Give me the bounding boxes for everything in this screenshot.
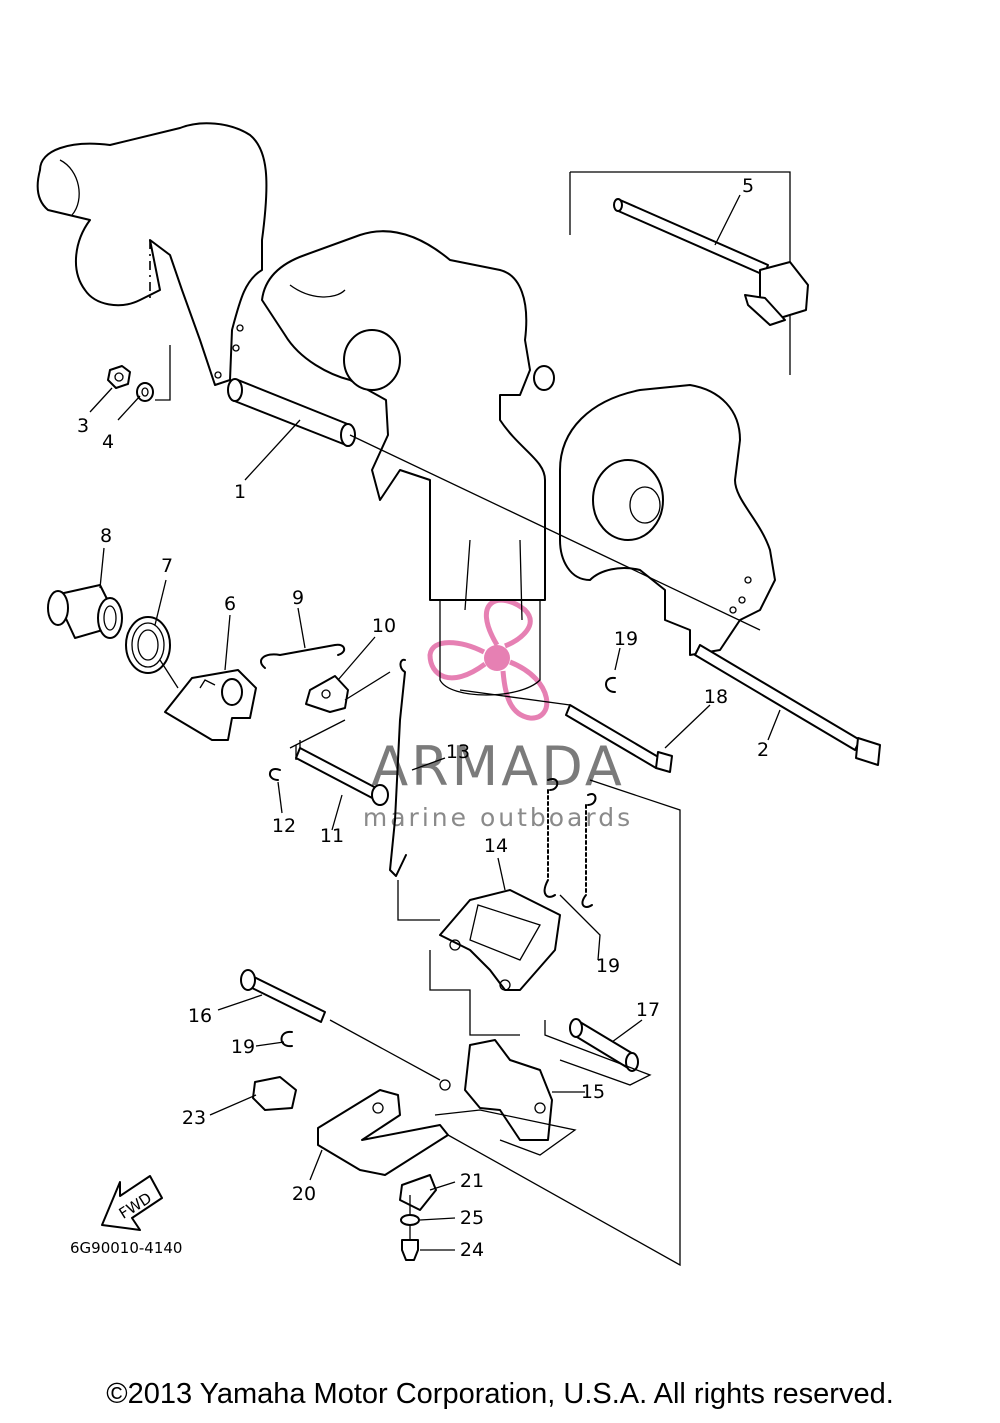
clamp-bracket-left (36, 122, 268, 386)
part-25-washer (400, 1214, 420, 1226)
part-1-shaft (227, 378, 761, 631)
part-2-bolt (694, 644, 881, 766)
part-15-plate (439, 1039, 553, 1141)
callout-15: 15 (581, 1081, 605, 1103)
callout-labels: 5 3 4 1 8 7 6 9 10 19 18 2 13 12 11 14 1… (77, 175, 769, 1261)
drawing-code: 6G90010-4140 (70, 1239, 182, 1257)
callout-4: 4 (102, 431, 114, 453)
callout-8: 8 (100, 525, 112, 547)
part-13-rod (389, 658, 407, 877)
part-14-yoke (439, 889, 561, 991)
part-20-springs (543, 778, 601, 961)
callout-24: 24 (460, 1239, 484, 1261)
part-18-pin (565, 704, 673, 773)
callout-2: 2 (757, 739, 769, 761)
propeller-icon (427, 597, 550, 721)
part-16-bolt (240, 969, 326, 1023)
part-19-clip-upper (605, 676, 616, 693)
part-3-nut (107, 365, 131, 389)
swivel-bracket (261, 230, 555, 696)
callout-20: 19 (596, 955, 620, 977)
callout-13: 13 (446, 741, 470, 763)
callout-22: 21 (460, 1170, 484, 1192)
copyright-notice: ©2013 Yamaha Motor Corporation, U.S.A. A… (106, 1378, 894, 1410)
callout-12: 12 (272, 815, 296, 837)
watermark-subtitle: marine outboards (363, 803, 633, 832)
callout-3: 3 (77, 415, 89, 437)
callout-25: 25 (460, 1207, 484, 1229)
part-4-washer (136, 382, 154, 402)
part-24-screw (401, 1239, 419, 1261)
part-22-clip (399, 1174, 437, 1211)
part-6-lever (164, 669, 257, 741)
part-21-base-bracket (317, 1089, 449, 1176)
callout-14: 14 (484, 835, 508, 857)
callout-6: 6 (224, 593, 236, 615)
callout-1: 1 (234, 481, 246, 503)
clamp-bracket-right (559, 384, 776, 656)
watermark-logo: ARMADA marine outboards (363, 597, 633, 832)
part-19-clip-lower (280, 1030, 293, 1048)
callout-17: 17 (636, 999, 660, 1021)
callout-18: 18 (704, 686, 728, 708)
part-11-pin (295, 745, 389, 806)
part-10-bracket (305, 671, 391, 713)
part-17-roller (569, 1018, 639, 1072)
fwd-arrow-icon: FWD (101, 1175, 163, 1231)
callout-19-lower: 19 (231, 1036, 255, 1058)
part-12-clip (269, 768, 281, 781)
part-23-knob (252, 1076, 297, 1111)
part-7-coil-spring (125, 616, 179, 689)
watermark-title: ARMADA (371, 735, 625, 798)
part-8-bushing (47, 584, 123, 639)
callout-11: 11 (320, 825, 344, 847)
callout-21: 20 (292, 1183, 316, 1205)
leader-lines (89, 194, 781, 1251)
part-9-hook (260, 643, 346, 669)
callout-19-upper: 19 (614, 628, 638, 650)
part-5-tilt-rod (569, 171, 809, 375)
callout-16: 16 (188, 1005, 212, 1027)
callout-5: 5 (742, 175, 754, 197)
callout-7: 7 (161, 555, 173, 577)
callout-9: 9 (292, 587, 304, 609)
assembly-guide-lines (155, 345, 681, 1267)
callout-10: 10 (372, 615, 396, 637)
callout-23: 23 (182, 1107, 206, 1129)
